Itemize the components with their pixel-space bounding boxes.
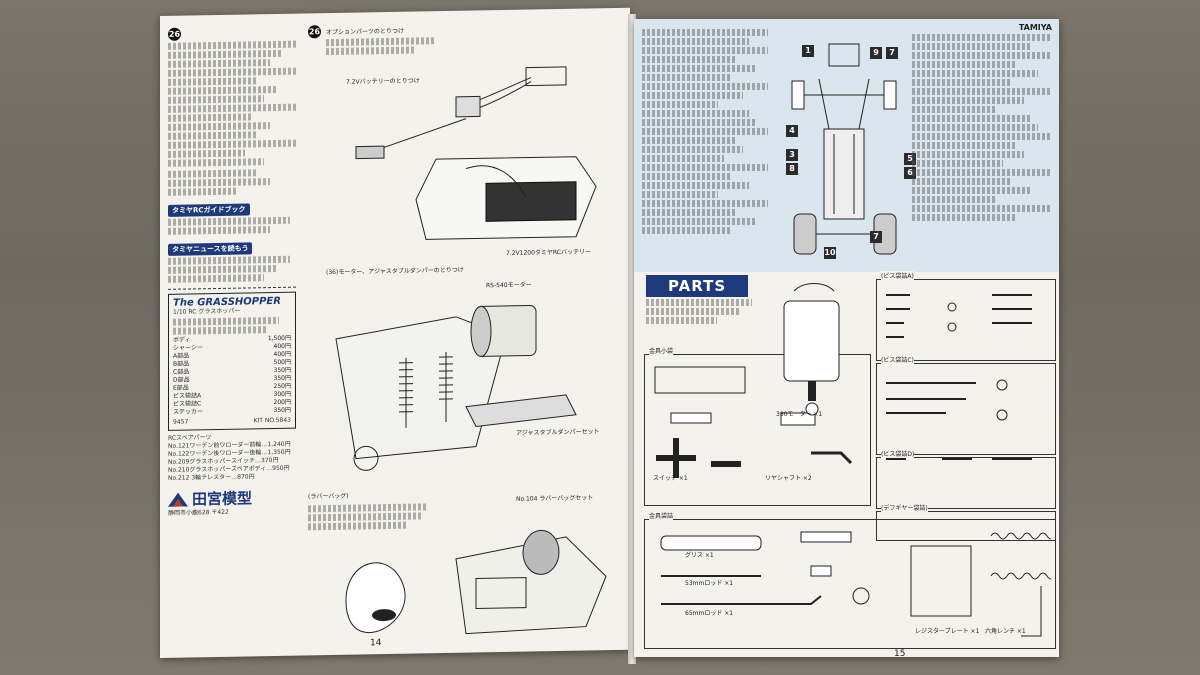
- callout-4: 4: [786, 125, 798, 137]
- motor-damper-drawing: [335, 305, 577, 471]
- switch-label: スイッチ ×1: [653, 475, 688, 482]
- motor-damper-heading: (36)モーター、アジャスタブルダンパーのとりつけ: [326, 266, 464, 277]
- company-address: 静岡市小鹿628 〒422: [168, 508, 229, 517]
- step-26-badge: 26: [308, 25, 321, 39]
- metal-parts-large-bag: 金具袋詰 グリス ×1 53mmロッド ×1 65mmロッド ×1 レジスタープ…: [644, 511, 1056, 649]
- page-number-14: 14: [370, 638, 382, 649]
- battery-wiring-drawing: [355, 66, 597, 240]
- tamiya-brand: TAMIYA: [1018, 23, 1052, 32]
- large-bag-label: 金具袋詰: [649, 511, 674, 520]
- price-item-name: A部品: [173, 352, 190, 360]
- damper-set-label: アジャスタブルダンパーセット: [516, 428, 600, 437]
- callout-7: 7: [886, 47, 898, 59]
- tamiya-logo-block: 田宮模型: [168, 487, 296, 510]
- motor-380-drawing: [783, 283, 840, 416]
- callout-10: 10: [824, 247, 836, 259]
- motor-380-label: 380モーター ×1: [776, 411, 823, 418]
- screw-bag-d: (ビス袋詰D): [876, 449, 1056, 509]
- rubber-bag-heading: (ラバーバッグ): [308, 492, 349, 501]
- callout-3: 3: [786, 149, 798, 161]
- page-fold: [628, 14, 636, 664]
- cut-line: [168, 286, 296, 290]
- grease-label: グリス ×1: [685, 552, 714, 559]
- catalog-number: 9457: [173, 418, 189, 426]
- callout-1: 1: [802, 45, 814, 57]
- price-row: ステッカー 350円: [173, 407, 291, 417]
- screw-bag-a-label: (ビス袋詰A): [881, 271, 914, 280]
- rubber-bag-drawing: [345, 529, 607, 635]
- callout-5: 5: [904, 153, 916, 165]
- rc-guidebook-chip: タミヤRCガイドブック: [168, 203, 250, 217]
- battery-pack-label: 7.2V1200タミヤRCバッテリー: [506, 248, 591, 257]
- assembly-area: 26 オプションパーツのとりつけ 7.2Vバッテリーのとりつけ 7.2V1200…: [306, 16, 624, 642]
- chassis-top-view-drawing: [791, 43, 897, 255]
- large-parts-drawing: [660, 531, 1051, 637]
- rod-53-label: 53mmロッド ×1: [685, 580, 734, 587]
- left-column: 26 タミヤRCガイドブック タミヤニュースを読もう The GRASSHOPP…: [168, 20, 296, 518]
- screw-bag-c-label: (ビス袋詰C): [881, 355, 914, 364]
- screw-bag-c: (ビス袋詰C): [876, 355, 1056, 455]
- metal-parts-bag: 金具小袋 スイッチ ×1 リヤシャフト ×2: [644, 346, 871, 506]
- step-number-badge: 26: [168, 27, 181, 41]
- blister-parts-drawing: [654, 366, 853, 478]
- screws-drawing: [886, 294, 1032, 460]
- hex-wrench-label: 六角レンチ ×1: [985, 628, 1026, 635]
- screw-bag-d-label: (ビス袋詰D): [881, 449, 915, 458]
- metal-bag-label: 金具小袋: [649, 346, 674, 355]
- tamiya-logo-text: 田宮模型: [192, 489, 253, 509]
- motor-label: RS-540モーター: [486, 281, 532, 290]
- manual-page-right: 1 9 7 4 3 8 5 6 10 7 TAMIYA PARTS 金具小袋: [634, 19, 1059, 657]
- price-item-name: シャーシー: [173, 344, 203, 352]
- callout-7b: 7: [870, 231, 882, 243]
- price-item-name: B部品: [173, 360, 190, 368]
- price-item-value: 350円: [273, 406, 291, 415]
- parts-heading: PARTS: [646, 275, 749, 297]
- order-subtitle: 1/10 RC グラスホッパー: [173, 307, 241, 316]
- screw-bag-a: (ビス袋詰A): [876, 271, 1056, 361]
- tamiya-star-logo-icon: [168, 492, 188, 507]
- page-number-15: 15: [894, 649, 906, 657]
- callout-8: 8: [786, 163, 798, 175]
- battery-case-label: 7.2Vバッテリーのとりつけ: [346, 77, 420, 86]
- rod-65-label: 65mmロッド ×1: [685, 610, 734, 617]
- price-item-name: ステッカー: [173, 408, 204, 416]
- tamiya-news-chip: タミヤニュースを読もう: [168, 242, 253, 256]
- diff-gear-bag-label: (デフギヤー袋詰): [881, 503, 928, 512]
- callout-9: 9: [870, 47, 882, 59]
- rubber-bag-set-label: No.104 ラバーバッグセット: [516, 494, 594, 503]
- step-26-heading: オプションパーツのとりつけ: [326, 27, 404, 37]
- register-plate-label: レジスタープレート ×1: [915, 628, 980, 635]
- adjustment-section: 1 9 7 4 3 8 5 6 10 7 TAMIYA: [634, 19, 1059, 272]
- parts-note: [646, 297, 764, 327]
- kit-number: KIT NO.5843: [253, 416, 291, 425]
- reshaft-label: リヤシャフト ×2: [765, 475, 812, 482]
- callout-6: 6: [904, 167, 916, 179]
- spare-part-item: No.212 3輪テレスター…870円: [168, 473, 255, 482]
- manual-page-left: 26 タミヤRCガイドブック タミヤニュースを読もう The GRASSHOPP…: [160, 7, 630, 658]
